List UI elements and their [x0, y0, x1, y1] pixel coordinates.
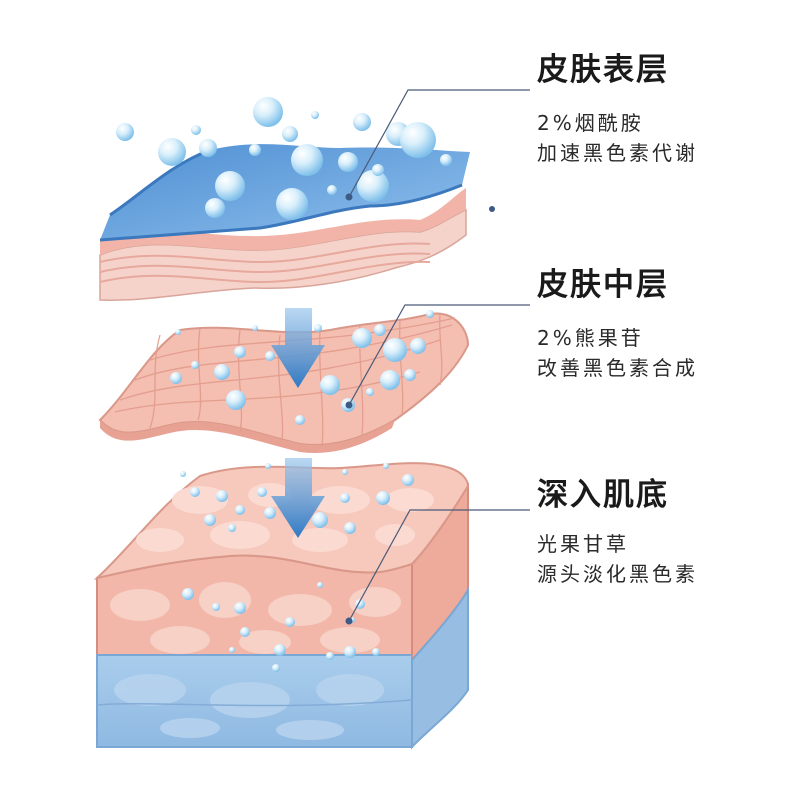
ingredient-line: 2%烟酰胺 [537, 108, 698, 138]
deep-label: 深入肌底 光果甘草 源头淡化黑色素 [537, 475, 698, 589]
dermis-label: 皮肤中层 2%熊果苷 改善黑色素合成 [537, 265, 698, 383]
dermis-layer [100, 313, 468, 453]
ingredient-line: 光果甘草 [537, 529, 698, 559]
ingredient-line: 2%熊果苷 [537, 323, 698, 353]
effect-line: 源头淡化黑色素 [537, 559, 698, 589]
layer-title: 深入肌底 [537, 475, 698, 515]
epidermis-label: 皮肤表层 2%烟酰胺 加速黑色素代谢 [537, 50, 698, 168]
layer-title: 皮肤表层 [537, 50, 698, 90]
epidermis-layer [100, 144, 470, 300]
layer-title: 皮肤中层 [537, 265, 698, 305]
effect-line: 改善黑色素合成 [537, 353, 698, 383]
effect-line: 加速黑色素代谢 [537, 138, 698, 168]
